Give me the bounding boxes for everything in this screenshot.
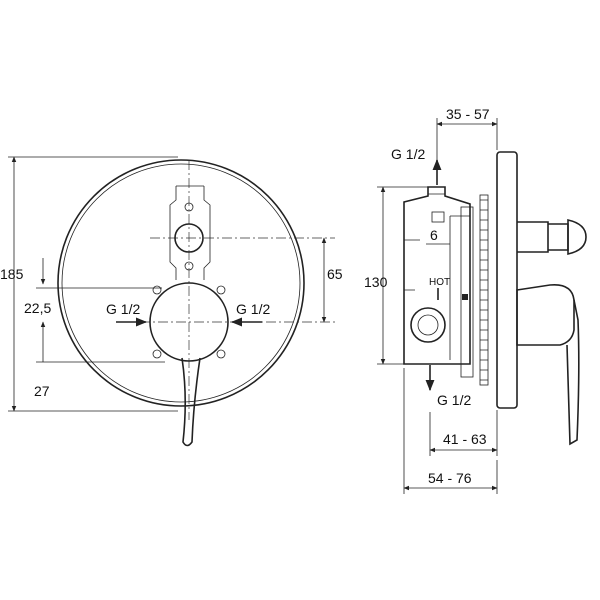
lever [181,357,201,447]
dim-depth-top: 35 - 57 [446,106,490,122]
dim-depth-bottom: 54 - 76 [428,470,472,486]
side-view: 35 - 57 G 1/2 130 6 HOT G 1/2 [364,106,587,494]
mixing-handle [149,282,229,447]
inlet-right-label: G 1/2 [236,301,270,317]
cover-plate-inner [61,163,301,403]
dim-offset-lower: 27 [34,383,50,399]
inlet-left-label: G 1/2 [106,301,140,317]
dim-overall-height: 185 [0,266,24,282]
cover-plate-side [496,151,518,409]
front-view: G 1/2 G 1/2 185 65 22,5 27 [0,156,343,447]
diverter-knob-side [517,219,587,255]
diverter-body [169,185,211,280]
dim-offset-upper: 22,5 [24,300,51,316]
dim-body-height: 130 [364,274,388,290]
handle-side [516,283,580,446]
valve-body [403,186,474,378]
dim-spacing-upper: 65 [327,266,343,282]
dim-small: 6 [430,227,438,243]
threaded-sleeve [479,194,489,386]
outlet-bottom-label: G 1/2 [437,392,471,408]
outlet-top-label: G 1/2 [391,146,425,162]
hot-label: HOT [429,277,450,288]
cover-plate [57,159,305,407]
dim-depth-middle: 41 - 63 [443,431,487,447]
